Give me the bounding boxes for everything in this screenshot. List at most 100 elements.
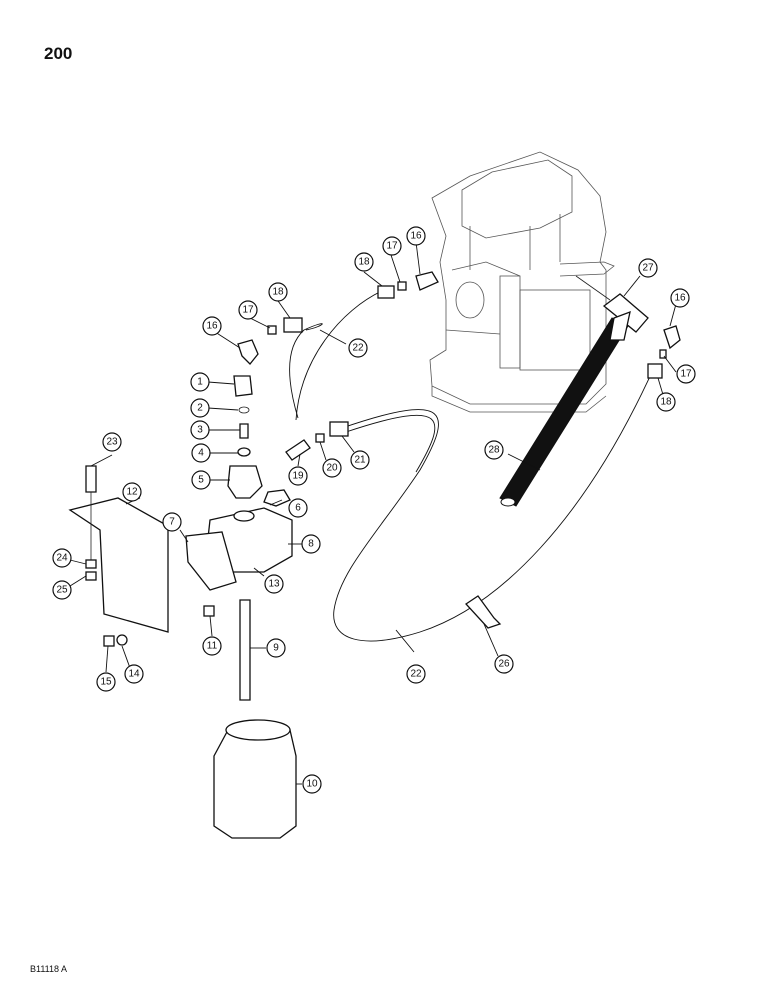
body-5 — [227, 465, 263, 499]
washer-14 — [116, 634, 128, 646]
svg-text:8: 8 — [308, 539, 314, 550]
callout-9: 9 — [266, 638, 286, 658]
callout-26: 26 — [494, 654, 514, 674]
svg-text:22: 22 — [410, 669, 422, 680]
nut-11 — [203, 605, 215, 617]
callout-4: 4 — [191, 443, 211, 463]
callout-11: 11 — [202, 636, 222, 656]
svg-text:18: 18 — [358, 257, 370, 268]
svg-text:23: 23 — [106, 437, 118, 448]
page-number: 200 — [44, 44, 73, 63]
air-line-upper — [289, 323, 323, 419]
callout-16-right: 16 — [670, 288, 690, 308]
callout-23: 23 — [102, 432, 122, 452]
svg-text:16: 16 — [674, 293, 686, 304]
callout-18-top: 18 — [354, 252, 374, 272]
svg-text:20: 20 — [326, 463, 338, 474]
svg-text:6: 6 — [295, 503, 301, 514]
callout-27: 27 — [638, 258, 658, 278]
svg-text:25: 25 — [56, 585, 68, 596]
svg-text:16: 16 — [206, 321, 218, 332]
svg-text:17: 17 — [242, 305, 254, 316]
svg-text:16: 16 — [410, 231, 422, 242]
callout-3: 3 — [190, 420, 210, 440]
callout-13: 13 — [264, 574, 284, 594]
callout-15: 15 — [96, 672, 116, 692]
callout-17-right: 17 — [676, 364, 696, 384]
jar — [213, 719, 297, 839]
nut-25 — [85, 571, 97, 581]
leader-lines — [69, 241, 677, 785]
svg-text:18: 18 — [660, 397, 672, 408]
callout-17-top: 17 — [382, 236, 402, 256]
elbow-fitting-top — [415, 271, 439, 291]
callout-28: 28 — [484, 440, 504, 460]
air-line-upper-2 — [295, 289, 385, 421]
sleeve-20 — [315, 433, 325, 443]
washer-4 — [237, 447, 251, 457]
callout-10: 10 — [302, 774, 322, 794]
callout-24: 24 — [52, 548, 72, 568]
nut-top — [377, 285, 395, 299]
svg-text:4: 4 — [198, 448, 204, 459]
callout-22-upper: 22 — [348, 338, 368, 358]
drain-tube — [239, 599, 251, 701]
bracket — [68, 497, 169, 633]
tee-fitting — [575, 275, 649, 341]
callout-7: 7 — [162, 512, 182, 532]
air-line-lower — [333, 371, 653, 642]
svg-text:7: 7 — [169, 517, 175, 528]
nut-right — [647, 363, 663, 379]
o-ring-2 — [238, 406, 250, 414]
callout-1: 1 — [190, 372, 210, 392]
svg-text:17: 17 — [680, 369, 692, 380]
connector-19 — [285, 439, 311, 461]
svg-text:14: 14 — [128, 669, 140, 680]
callout-16-top: 16 — [406, 226, 426, 246]
valve-3 — [239, 423, 249, 439]
svg-text:5: 5 — [198, 475, 204, 486]
callout-8: 8 — [301, 534, 321, 554]
svg-text:11: 11 — [207, 641, 218, 652]
sleeve-left — [267, 325, 277, 335]
svg-text:10: 10 — [306, 779, 318, 790]
sleeve-top — [397, 281, 407, 291]
sleeve-right — [659, 349, 667, 359]
svg-text:12: 12 — [126, 487, 138, 498]
mount-plate — [185, 531, 237, 591]
callout-2: 2 — [190, 398, 210, 418]
callout-19: 19 — [288, 466, 308, 486]
callout-17-left: 17 — [238, 300, 258, 320]
svg-text:3: 3 — [197, 425, 203, 436]
figure-code: B11118 A — [30, 964, 68, 974]
callout-22-lower: 22 — [406, 664, 426, 684]
svg-text:19: 19 — [292, 471, 304, 482]
callout-6: 6 — [288, 498, 308, 518]
svg-text:17: 17 — [386, 241, 398, 252]
callout-14: 14 — [124, 664, 144, 684]
callout-18-right: 18 — [656, 392, 676, 412]
svg-text:13: 13 — [268, 579, 280, 590]
adapter-1 — [233, 375, 253, 397]
callout-18-left: 18 — [268, 282, 288, 302]
nut-15 — [103, 635, 115, 647]
air-line-lower-2 — [345, 414, 436, 473]
elbow-fitting-left — [237, 339, 259, 365]
svg-text:15: 15 — [100, 677, 112, 688]
nut-left — [283, 317, 303, 333]
svg-text:18: 18 — [272, 287, 284, 298]
callout-5: 5 — [191, 470, 211, 490]
nut-24 — [85, 559, 97, 569]
svg-text:2: 2 — [197, 403, 203, 414]
nut-21 — [329, 421, 349, 437]
callout-21: 21 — [350, 450, 370, 470]
svg-text:22: 22 — [352, 343, 364, 354]
callout-12: 12 — [122, 482, 142, 502]
callout-20: 20 — [322, 458, 342, 478]
svg-text:9: 9 — [273, 643, 279, 654]
svg-text:24: 24 — [56, 553, 68, 564]
hose-end — [500, 497, 516, 507]
svg-text:27: 27 — [642, 263, 654, 274]
callout-16-left: 16 — [202, 316, 222, 336]
